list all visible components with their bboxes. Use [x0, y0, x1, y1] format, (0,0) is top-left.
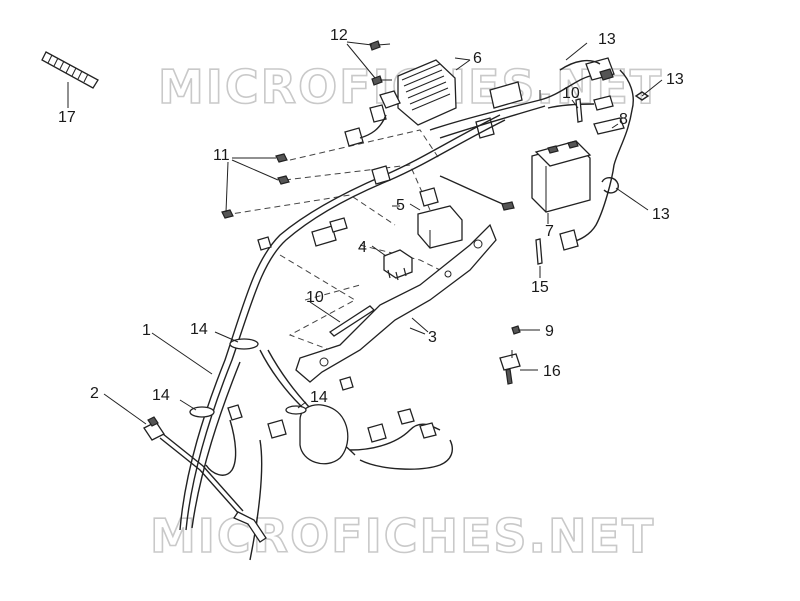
callout-9: 9 [545, 323, 554, 340]
part-4-relay [371, 245, 413, 281]
callout-13-right: 13 [666, 71, 684, 88]
callout-10-lower: 10 [306, 289, 324, 306]
callout-1: 1 [142, 322, 151, 339]
part-3-bracket [295, 223, 497, 383]
watermark-bottom: MICROFICHES.NET [150, 509, 655, 563]
callout-13-top: 13 [598, 31, 616, 48]
part-7-battery [531, 140, 592, 224]
callout-4: 4 [358, 239, 367, 256]
part-14-cable-ties [179, 331, 307, 418]
callout-14-middle: 14 [310, 389, 328, 406]
part-15-pin [535, 238, 543, 278]
callout-12: 12 [330, 27, 348, 44]
callout-14-upper: 14 [190, 321, 208, 338]
callout-14-left: 14 [152, 387, 170, 404]
part-12-screws [346, 40, 392, 86]
part-5-control-unit [409, 175, 515, 249]
callout-15: 15 [531, 279, 549, 296]
callout-17: 17 [58, 109, 76, 126]
part-2-sensor [103, 393, 267, 543]
part-17-corrugated-sleeve [41, 51, 99, 108]
part-16-switch [499, 350, 538, 385]
callout-5: 5 [396, 197, 405, 214]
part-1-main-harness [151, 114, 506, 561]
callout-7: 7 [545, 223, 554, 240]
part-11-bolts [221, 153, 290, 219]
callout-16: 16 [543, 363, 561, 380]
callout-8: 8 [619, 111, 628, 128]
part-10-lower-strip [309, 301, 376, 337]
dashed-guide-lines [224, 129, 441, 351]
callout-13-lower: 13 [652, 206, 670, 223]
part-9-screw [511, 325, 540, 335]
callout-11: 11 [213, 147, 230, 164]
part-6-voltage-regulator [344, 59, 471, 147]
callout-labels: 1 2 3 4 5 6 7 8 9 10 10 11 12 13 13 13 1… [58, 27, 684, 406]
callout-10-upper: 10 [562, 85, 580, 102]
callout-6: 6 [473, 50, 482, 67]
callout-3: 3 [428, 329, 437, 346]
upper-connector-cluster [429, 57, 615, 139]
part-10-upper-and-part-8 [571, 98, 625, 135]
part-13-wire-terminals [559, 42, 663, 251]
callout-2: 2 [90, 385, 99, 402]
leader-lines [392, 57, 541, 335]
